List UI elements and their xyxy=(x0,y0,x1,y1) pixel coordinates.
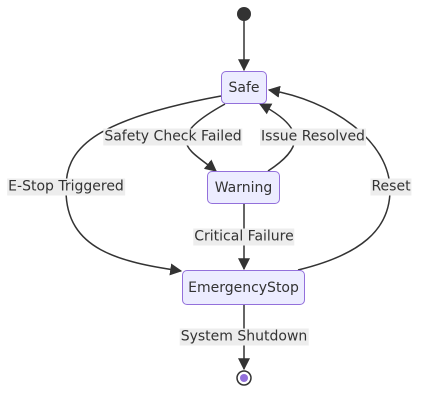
label-critical-failure: Critical Failure xyxy=(193,228,295,246)
label-system-shutdown: System Shutdown xyxy=(179,328,309,346)
label-estop-triggered: E-Stop Triggered xyxy=(7,178,125,196)
label-reset: Reset xyxy=(370,178,412,196)
state-warning[interactable]: Warning xyxy=(207,171,280,204)
state-safe[interactable]: Safe xyxy=(221,71,267,104)
start-node xyxy=(237,7,251,21)
label-safety-check-failed: Safety Check Failed xyxy=(103,128,243,146)
label-issue-resolved: Issue Resolved xyxy=(260,128,366,146)
state-emergency-stop[interactable]: EmergencyStop xyxy=(182,270,305,305)
end-node-inner xyxy=(240,374,248,382)
